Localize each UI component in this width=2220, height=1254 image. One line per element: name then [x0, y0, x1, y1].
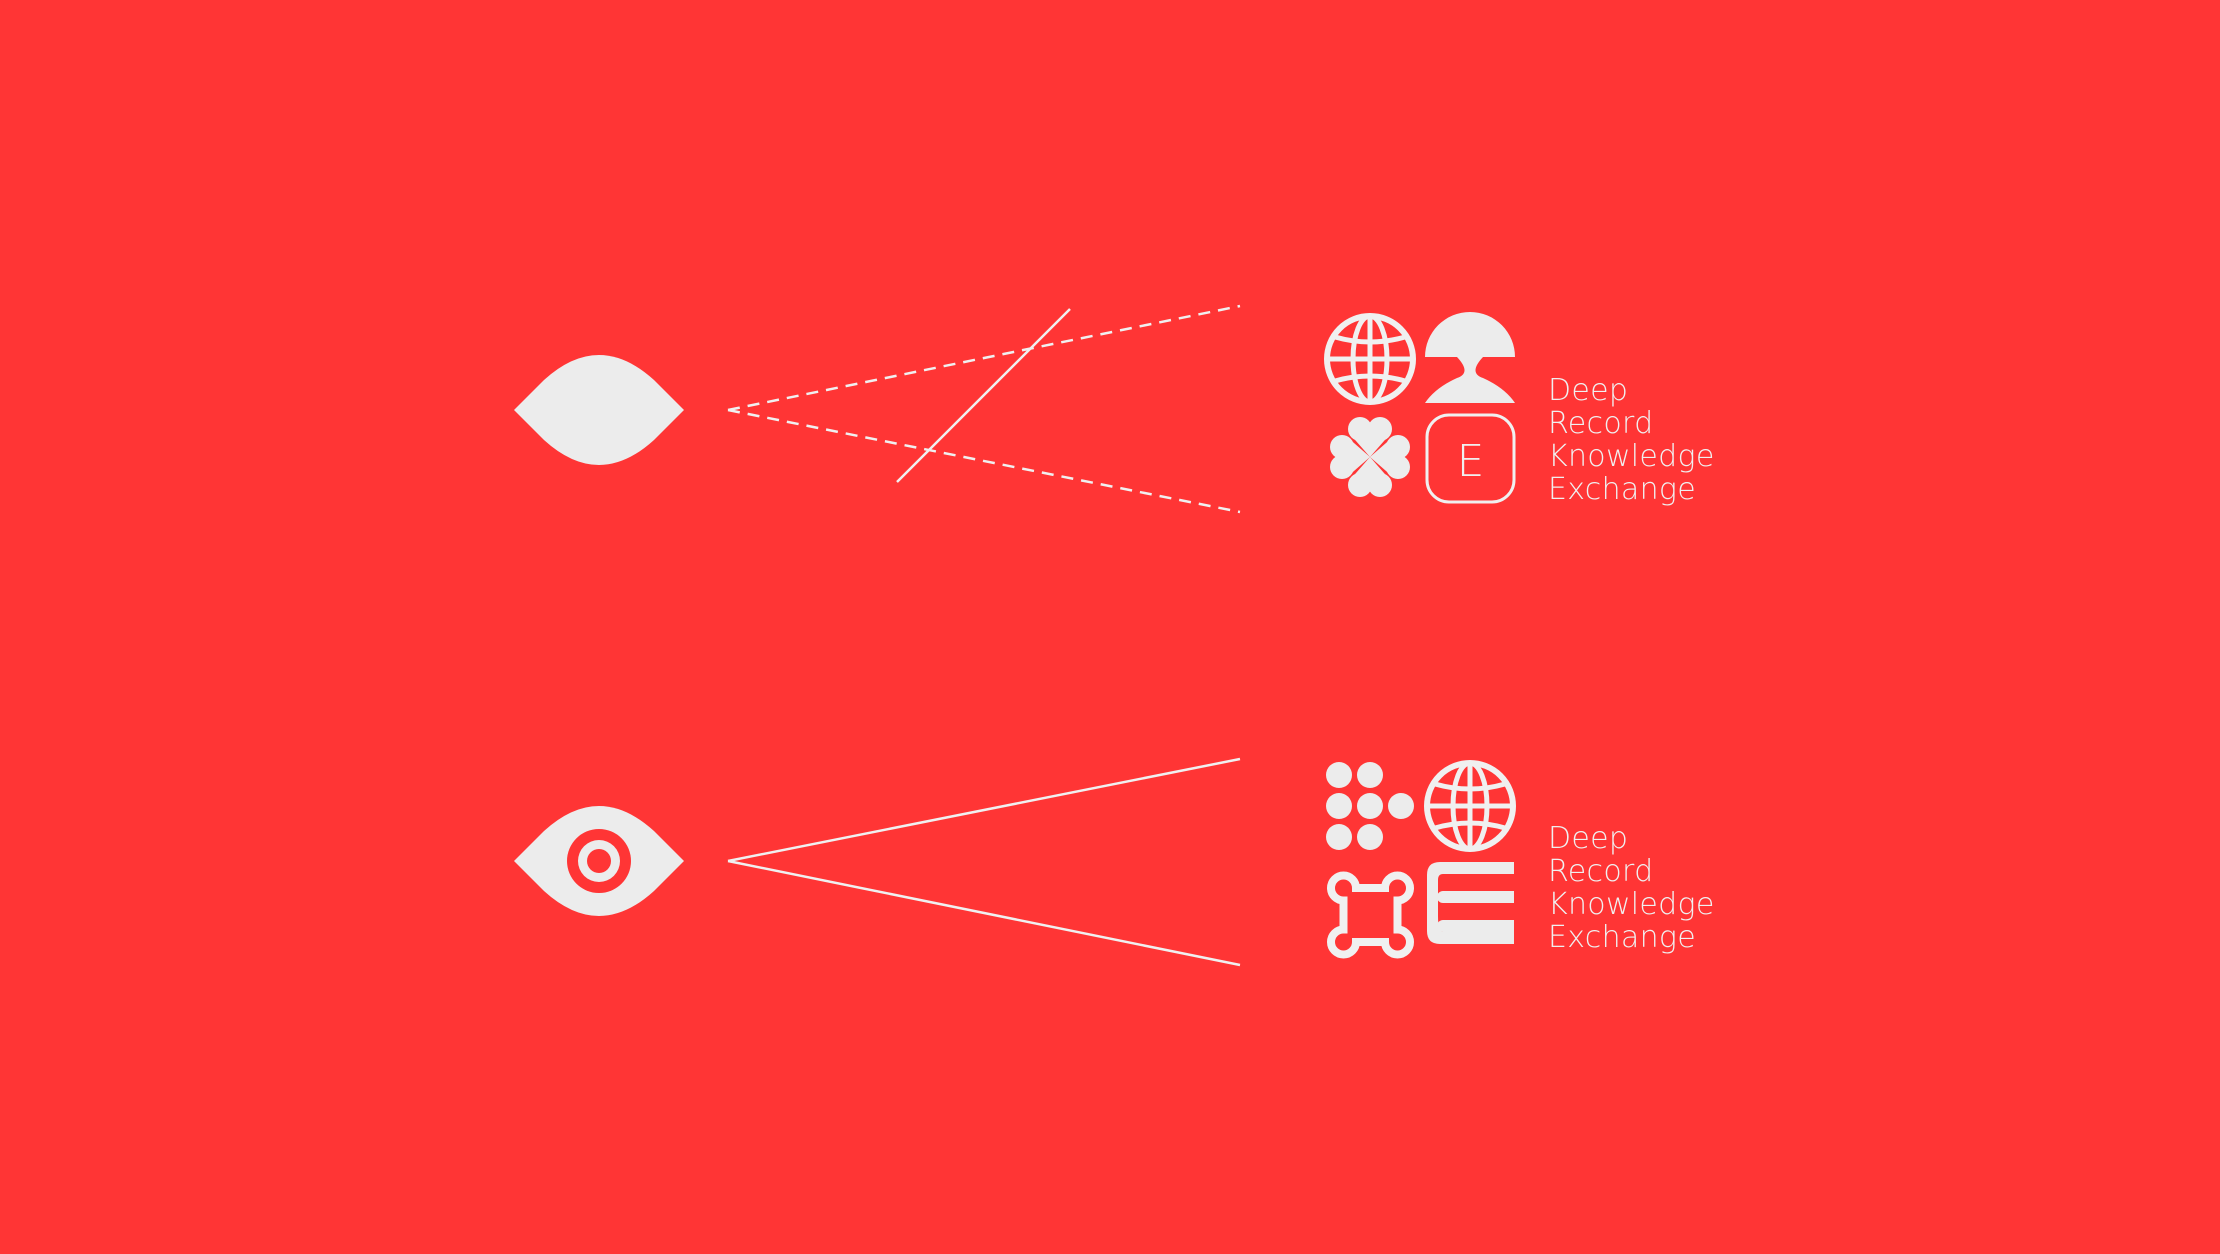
closed-eye-icon: [514, 355, 684, 465]
command-key-icon: [1327, 871, 1414, 959]
tile-letter: E: [1457, 436, 1485, 487]
open-eye-icon: [514, 806, 684, 916]
solid-sightlines: [727, 757, 1241, 967]
wordmark-line: Exchange: [1548, 920, 1696, 955]
wordmark-line: Record: [1548, 854, 1654, 889]
flower-icon: [1330, 417, 1410, 497]
wordmark-line: Record: [1548, 406, 1654, 441]
wordmark-line: Deep: [1548, 373, 1629, 408]
globe-icon: [1427, 763, 1513, 849]
dots-grid-icon: [1326, 762, 1414, 850]
wordmark-line: Deep: [1548, 821, 1629, 856]
dashed-sightlines: [727, 304, 1241, 514]
wordmark-top: Deep Record Knowledge Exchange: [1548, 374, 1715, 506]
globe-icon: [1327, 316, 1413, 402]
letter-e-tile-icon: E: [1425, 413, 1516, 504]
stacked-bars-icon: [1427, 862, 1514, 944]
wordmark-line: Knowledge: [1548, 887, 1715, 922]
strike-line: [896, 308, 1071, 483]
wordmark-line: Knowledge: [1548, 439, 1715, 474]
wordmark-bottom: Deep Record Knowledge Exchange: [1548, 822, 1715, 954]
wordmark-line: Exchange: [1548, 472, 1696, 507]
bust-icon: [1425, 312, 1515, 403]
